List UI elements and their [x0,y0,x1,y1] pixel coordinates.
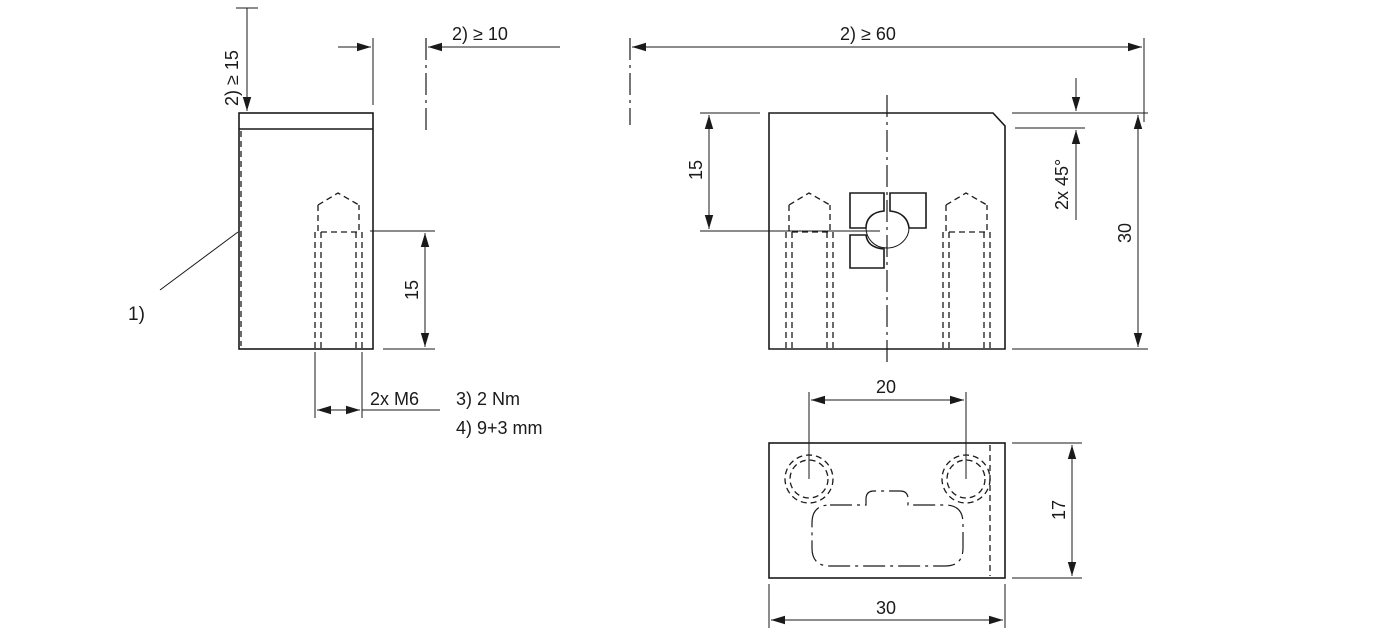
bottom-hole-right-inner [946,459,986,499]
front-hole-left [785,192,834,349]
dim-side-label: 2) ≥ 10 [452,24,508,44]
side-body [238,112,374,350]
bottom-body [768,442,1006,579]
dim-width-label: 2) ≥ 60 [840,24,896,44]
leader-note-1 [159,231,239,291]
dim-depth-label: 15 [402,280,422,300]
dim-hh-label: 15 [686,160,706,180]
dim-top-label: 2) ≥ 15 [222,50,242,106]
side-hole [314,192,363,349]
bottom-view: 20 17 30 [768,377,1082,628]
note-1-label: 1) [128,304,145,325]
bottom-cable-slot [811,490,964,567]
front-body [768,112,1006,350]
dim-spacing-label: 20 [876,377,896,397]
front-cable-entry [849,192,927,269]
dim-bw-label: 30 [876,598,896,618]
torque-label: 3) 2 Nm [456,389,520,409]
side-view: 1) 2) ≥ 15 2) ≥ 10 15 2x M6 3) 2 Nm 4) 9… [128,7,560,438]
dim-chamfer-label: 2x 45° [1052,159,1072,210]
front-hole-right [942,192,991,349]
front-view: 2) ≥ 60 15 2x 45° 30 [629,24,1148,365]
dim-depth17-label: 17 [1049,500,1069,520]
length-label: 4) 9+3 mm [456,418,543,438]
dim-height-label: 30 [1115,223,1135,243]
bottom-hole-left-inner [789,459,829,499]
thread-label: 2x M6 [370,389,419,409]
